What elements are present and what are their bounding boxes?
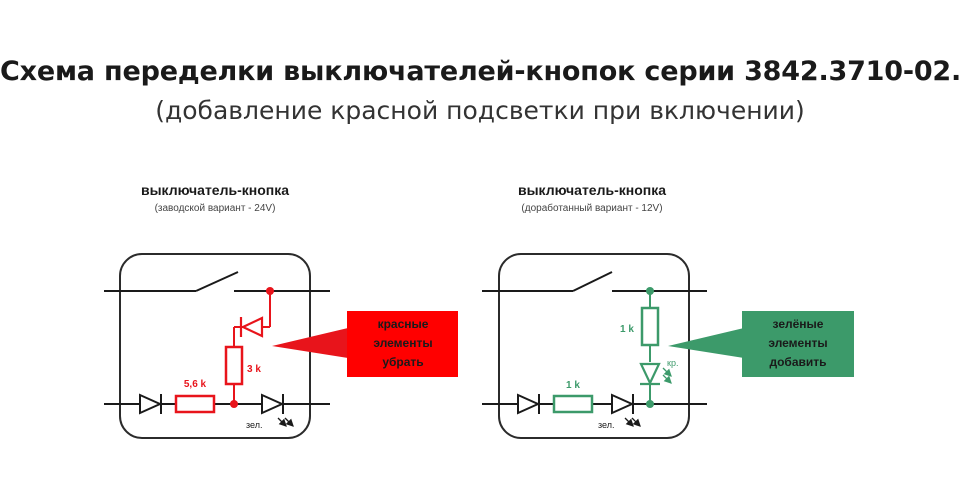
left-resistor-5k6: 5,6 k xyxy=(174,379,216,414)
right-callout-line-3: добавить xyxy=(769,355,826,369)
right-switch-contact xyxy=(482,271,707,292)
page-title: Схема переделки выключателей-кнопок сери… xyxy=(0,56,960,87)
left-callout-line-1: красные xyxy=(378,317,429,331)
right-resistor-bottom-label: 1 k xyxy=(566,380,580,391)
left-diode xyxy=(139,393,163,415)
left-red-diode xyxy=(239,316,264,338)
page-subtitle: (добавление красной подсветки при включе… xyxy=(155,96,805,125)
right-caption: (доработанный вариант - 12V) xyxy=(521,202,662,214)
left-schematic: выключатель-кнопка (заводской вариант - … xyxy=(104,182,458,439)
left-red-branch xyxy=(233,287,274,404)
left-caption: (заводской вариант - 24V) xyxy=(155,203,276,214)
right-callout-line-1: зелёные xyxy=(773,317,824,331)
left-resistor-3k: 3 k xyxy=(224,345,261,386)
left-callout-line-3: убрать xyxy=(382,355,423,369)
right-schematic: выключатель-кнопка (доработанный вариант… xyxy=(482,182,854,439)
right-resistor-bottom: 1 k xyxy=(552,380,594,414)
left-heading: выключатель-кнопка xyxy=(141,182,289,198)
right-led-red: кр. xyxy=(639,358,678,386)
right-callout: зелёные элементы добавить xyxy=(668,311,854,377)
left-resistor-3k-label: 3 k xyxy=(247,364,261,375)
right-led-green: зел. xyxy=(598,393,641,430)
left-led-label: зел. xyxy=(246,420,262,430)
right-heading: выключатель-кнопка xyxy=(518,182,666,198)
right-callout-line-2: элементы xyxy=(768,336,827,350)
right-diode xyxy=(517,393,541,415)
right-green-branch xyxy=(646,287,654,408)
left-resistor-5k6-label: 5,6 k xyxy=(184,379,207,390)
right-led-label: зел. xyxy=(598,420,614,430)
left-callout-line-2: элементы xyxy=(373,336,432,350)
right-resistor-vertical-label: 1 k xyxy=(620,324,634,335)
right-resistor-vertical: 1 k xyxy=(620,306,660,347)
left-switch-contact xyxy=(104,271,330,292)
left-led-green: зел. xyxy=(246,393,294,430)
right-led-red-label: кр. xyxy=(667,358,678,368)
left-callout: красные элементы убрать xyxy=(272,311,458,377)
